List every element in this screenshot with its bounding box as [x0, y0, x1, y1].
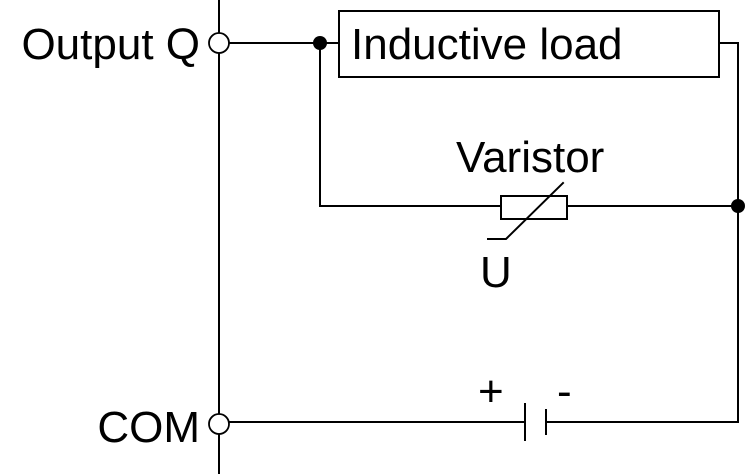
junction-dot-right — [731, 199, 745, 213]
inductive-load-label: Inductive load — [351, 20, 623, 69]
battery-plus-label: + — [478, 367, 504, 416]
com-terminal — [208, 413, 230, 435]
load-return-wire — [554, 42, 739, 423]
junction-dot-left — [313, 36, 327, 50]
inductive-load-box — [338, 10, 720, 78]
varistor-diagonal-mark — [487, 181, 565, 240]
battery-minus-label: - — [557, 367, 572, 416]
varistor-voltage-label: U — [480, 248, 512, 297]
varistor-symbol — [500, 195, 568, 220]
com-label: COM — [97, 403, 200, 452]
output-q-label: Output Q — [21, 20, 200, 69]
varistor-label: Varistor — [456, 133, 604, 182]
output-q-terminal — [208, 32, 230, 54]
varistor-branch-left-wire — [319, 42, 502, 207]
